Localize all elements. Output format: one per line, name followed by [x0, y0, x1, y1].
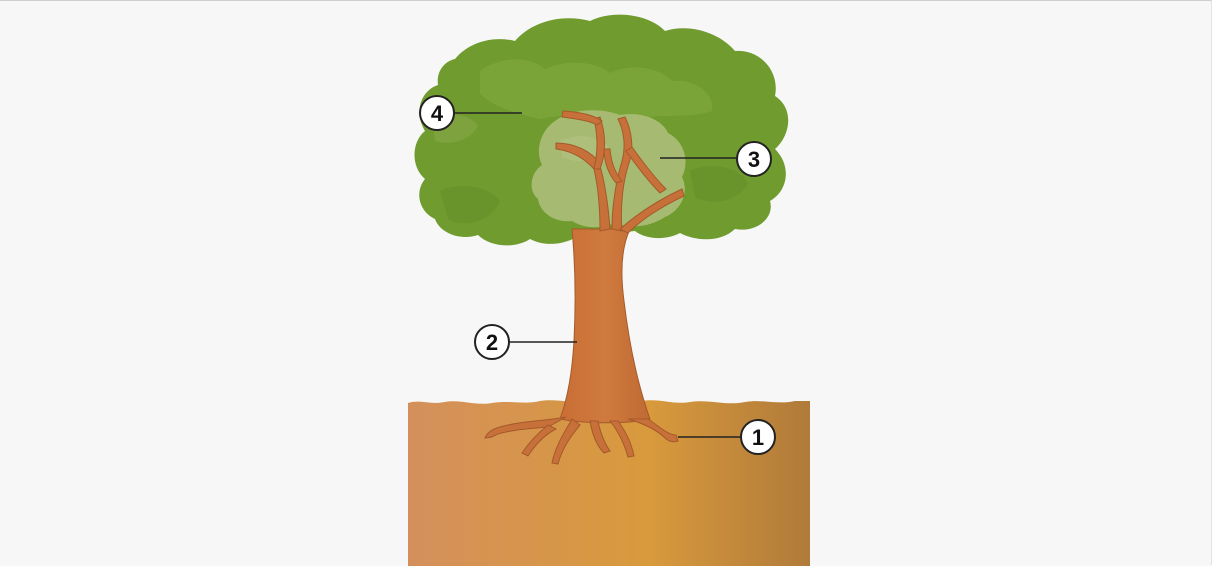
callout-1: 1 [741, 420, 775, 454]
callout-number: 3 [748, 147, 760, 172]
callout-2: 2 [475, 325, 509, 359]
callout-3: 3 [737, 142, 771, 176]
callout-4: 4 [420, 96, 454, 130]
callout-number: 1 [752, 425, 764, 450]
callout-number: 4 [431, 101, 444, 126]
trunk [560, 229, 650, 423]
callout-number: 2 [486, 330, 498, 355]
